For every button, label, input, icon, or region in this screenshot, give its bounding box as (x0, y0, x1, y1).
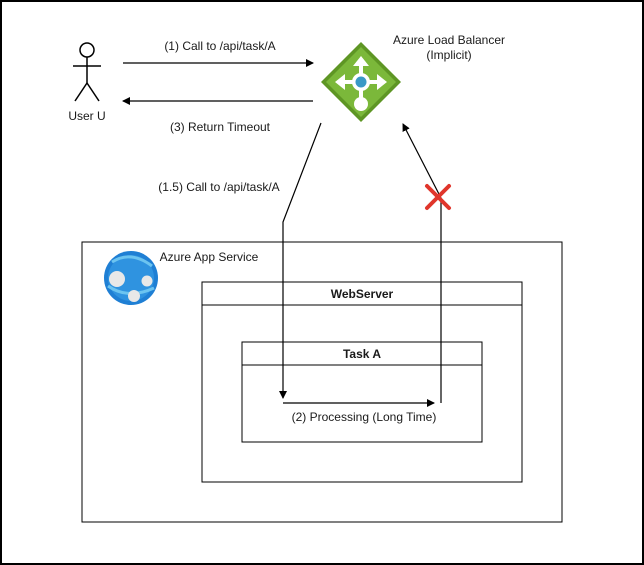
call-label: (1) Call to /api/task/A (164, 39, 275, 53)
lb-title: Azure Load Balancer (393, 33, 505, 47)
response-arrow (402, 123, 442, 403)
webserver-title: WebServer (331, 287, 394, 301)
user-icon (73, 42, 101, 102)
forward-label: (1.5) Call to /api/task/A (158, 180, 279, 194)
load-balancer-icon (321, 42, 401, 122)
app-service-container (81, 241, 563, 523)
user-label: User U (68, 109, 105, 123)
forward-arrow (279, 122, 322, 399)
task-title: Task A (343, 347, 381, 361)
webserver-box (201, 281, 523, 483)
timeout-label: (3) Return Timeout (170, 120, 271, 134)
task-box (241, 341, 483, 443)
lb-subtitle: (Implicit) (426, 48, 471, 62)
cross-icon (425, 184, 451, 210)
app-service-label: Azure App Service (160, 250, 259, 264)
app-service-icon (104, 251, 158, 305)
processing-label: (2) Processing (Long Time) (292, 410, 437, 424)
